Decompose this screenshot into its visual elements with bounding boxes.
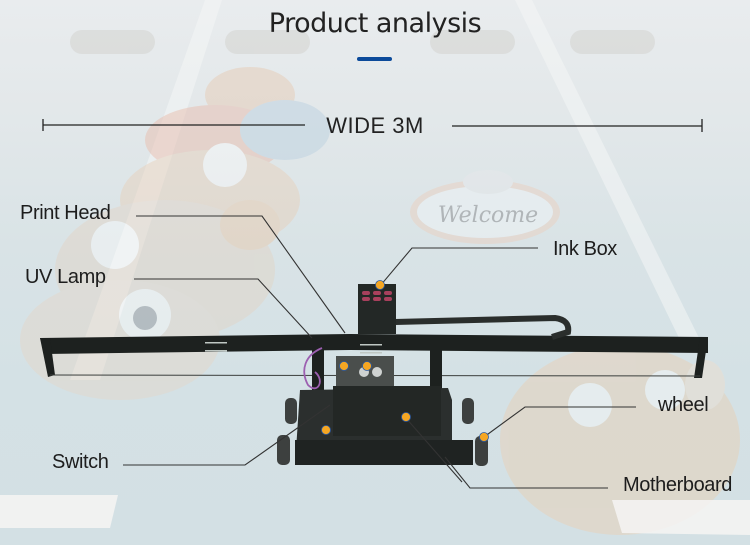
base-marker [401, 412, 411, 422]
callout-label-uv-lamp: UV Lamp [25, 266, 106, 288]
width-label: WIDE 3M [326, 113, 424, 138]
page-title: Product analysis [268, 8, 482, 39]
gantry-rail-right [350, 334, 708, 353]
callout-label-switch: Switch [52, 451, 109, 473]
frame-upright-left [312, 350, 324, 395]
callout-line-motherboard [444, 456, 608, 489]
floor-lane-line [515, 0, 700, 340]
welcome-sign-text: Welcome [438, 203, 538, 228]
frame-upright-right [430, 350, 442, 395]
callout-line-switch [123, 404, 331, 466]
wheel-front-right [475, 436, 488, 466]
wheel-rear-right [462, 398, 474, 424]
ink-box-marker [375, 280, 385, 290]
ceiling-lights [70, 30, 655, 54]
callout-label-print-head: Print Head [20, 202, 111, 224]
floor-stripe [612, 500, 750, 535]
wheel-front-left [277, 435, 290, 465]
floor-stripe [0, 495, 118, 528]
callout-label-ink-box: Ink Box [553, 238, 617, 260]
switch-marker [321, 425, 331, 435]
callout-markers [321, 280, 489, 442]
callout-line-print-head [136, 215, 346, 334]
cartoon-cats [20, 67, 330, 400]
floor-lane-line [70, 0, 222, 380]
callout-line-wheel [483, 406, 636, 438]
callout-label-motherboard: Motherboard [623, 474, 732, 496]
callout-line-uv-lamp [134, 278, 313, 339]
gantry-rail-left [40, 334, 350, 354]
welcome-sign: Welcome [410, 170, 560, 244]
print-head-nozzle [372, 367, 382, 377]
callout-line-ink-box [379, 247, 538, 287]
purple-cable [303, 347, 323, 390]
uv-lamp-marker [339, 361, 349, 371]
ink-cartridges [362, 291, 392, 301]
motherboard-housing [295, 440, 473, 465]
gantry-end-left [40, 338, 55, 377]
wheel-rear-left [285, 398, 297, 424]
callout-label-wheel: wheel [658, 394, 709, 416]
wheel-marker [479, 432, 489, 442]
print-head-marker [362, 361, 372, 371]
cable-chain [394, 314, 572, 340]
base-top-panel [333, 386, 441, 436]
callout-line-base-center [404, 416, 463, 483]
title-underline [357, 57, 392, 61]
rail-markings [205, 342, 382, 354]
gantry-end-right [694, 337, 708, 378]
